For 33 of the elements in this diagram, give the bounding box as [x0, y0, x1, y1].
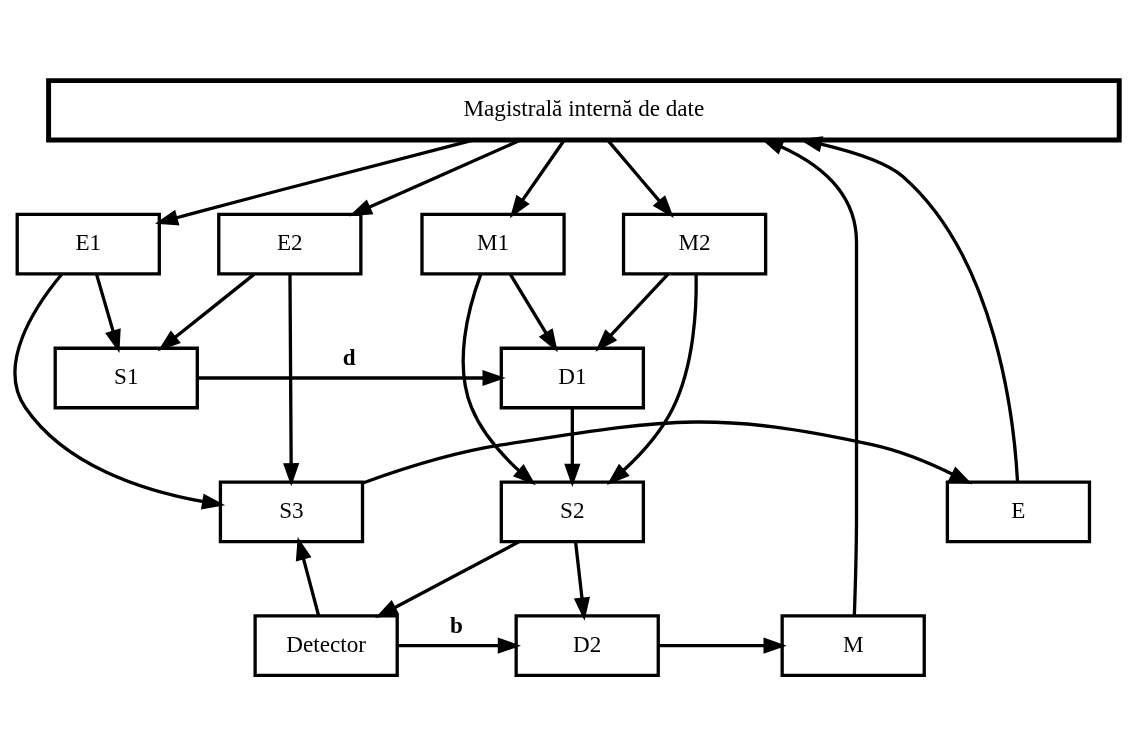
- arrow: [157, 272, 256, 352]
- arrow: [283, 274, 300, 487]
- node-box: S1: [53, 346, 199, 410]
- node-box: M1: [420, 212, 566, 276]
- arrow: [508, 273, 558, 353]
- node-box: S3: [218, 480, 365, 544]
- node-box: M: [780, 614, 926, 678]
- arrow: [375, 540, 520, 619]
- node-box: D2: [514, 614, 660, 678]
- node-box: Magistrală internă de date: [46, 78, 1122, 143]
- arrow: [295, 536, 321, 617]
- edge-label: b: [450, 611, 463, 638]
- arrow: [573, 541, 590, 621]
- arrow: [606, 139, 674, 219]
- arrow: [397, 637, 521, 654]
- node-box: S2: [499, 480, 646, 544]
- node-box: E: [945, 480, 1092, 544]
- arrow: [606, 274, 698, 486]
- arrow: [94, 273, 121, 353]
- node-box: E1: [15, 212, 161, 276]
- arrow: [362, 420, 973, 485]
- arrow: [595, 273, 670, 352]
- node-box: M2: [621, 212, 768, 276]
- arrow: [564, 407, 581, 487]
- arrow: [658, 637, 787, 654]
- node-box: Detector: [253, 614, 399, 678]
- edge-label: d: [342, 344, 356, 371]
- arrow: [461, 273, 536, 486]
- arrow: [509, 139, 566, 219]
- node-box: E2: [217, 212, 363, 276]
- arrow: [13, 273, 226, 510]
- arrow: [197, 369, 506, 387]
- node-box: D1: [499, 346, 646, 410]
